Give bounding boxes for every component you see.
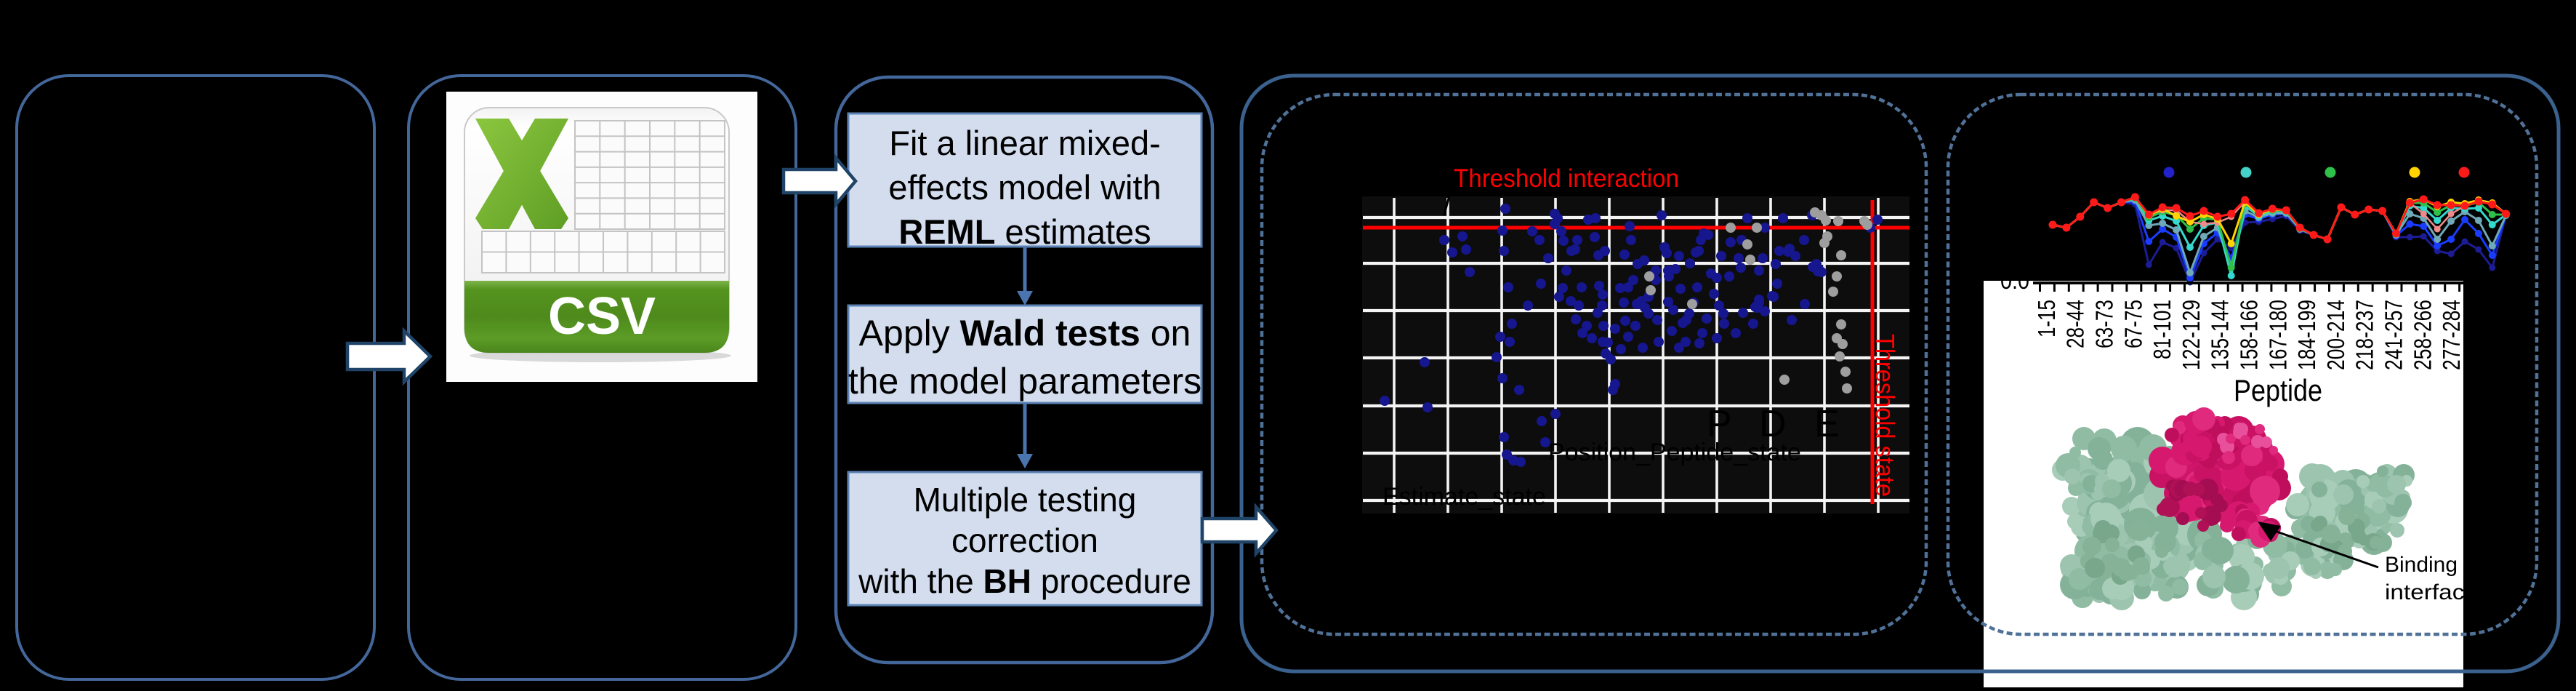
svg-text:/: /: [1443, 190, 1452, 222]
svg-text:E: E: [1814, 403, 1840, 445]
svg-text:81-101: 81-101: [2149, 300, 2175, 359]
svg-text:Threshold interaction: Threshold interaction: [1454, 164, 1679, 193]
svg-text:the model parameters: the model parameters: [848, 361, 1202, 402]
svg-text:135-144: 135-144: [2207, 300, 2234, 370]
svg-text:Fit a linear mixed-: Fit a linear mixed-: [889, 124, 1161, 162]
svg-text:CSV: CSV: [548, 287, 656, 346]
svg-text:Multiple testing: Multiple testing: [914, 481, 1137, 519]
svg-text:Position_Peptide_state: Position_Peptide_state: [1548, 439, 1801, 466]
svg-text:184-199: 184-199: [2293, 300, 2320, 370]
svg-text:effects model with: effects model with: [888, 168, 1161, 207]
svg-text:0.0: 0.0: [2000, 267, 2029, 294]
svg-text:Binding: Binding: [2385, 553, 2458, 577]
svg-text:REML estimates: REML estimates: [898, 212, 1151, 251]
svg-text:158-166: 158-166: [2236, 300, 2263, 370]
svg-text:D: D: [1759, 403, 1787, 445]
svg-text:Peptide: Peptide: [2234, 373, 2322, 407]
svg-text:correction: correction: [951, 522, 1098, 559]
svg-text:277-284: 277-284: [2438, 300, 2465, 370]
svg-text:122-129: 122-129: [2178, 300, 2205, 370]
svg-text:Apply Wald tests on: Apply Wald tests on: [859, 313, 1191, 354]
svg-text:167-180: 167-180: [2264, 300, 2291, 370]
svg-text:67-75: 67-75: [2120, 300, 2146, 348]
svg-text:28-44: 28-44: [2062, 300, 2089, 348]
svg-text:1-15: 1-15: [2033, 300, 2060, 337]
svg-text:241-257: 241-257: [2380, 300, 2407, 370]
svg-text:interface: interface: [2385, 580, 2478, 604]
svg-text:63-73: 63-73: [2091, 300, 2118, 348]
svg-text:200-214: 200-214: [2322, 300, 2349, 370]
svg-text:P: P: [1707, 403, 1732, 445]
svg-text:218-237: 218-237: [2351, 300, 2378, 370]
svg-text:Threshold state: Threshold state: [1870, 334, 1900, 497]
svg-text:with the BH procedure: with the BH procedure: [858, 562, 1191, 600]
svg-text:Estimate_state: Estimate_state: [1382, 483, 1546, 511]
svg-text:258-266: 258-266: [2409, 300, 2436, 370]
